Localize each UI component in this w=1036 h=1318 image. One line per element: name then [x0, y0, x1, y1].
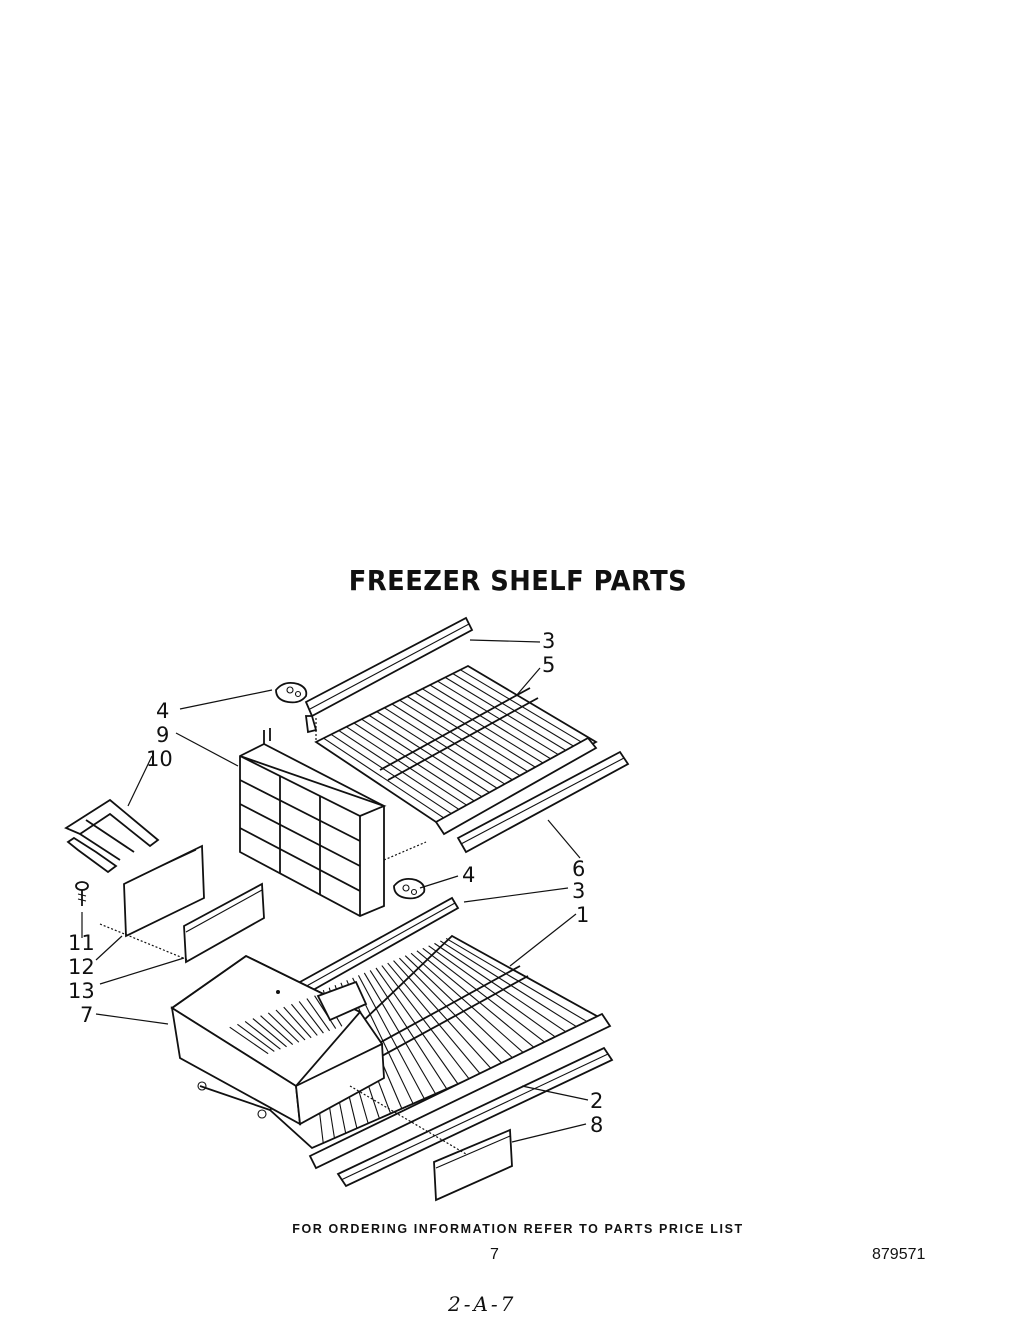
callout-3-upper: 3	[542, 629, 555, 653]
callout-6: 6	[572, 857, 585, 881]
callout-8: 8	[590, 1113, 603, 1137]
callout-10: 10	[146, 747, 173, 771]
callout-11: 11	[68, 931, 95, 955]
callout-2: 2	[590, 1089, 603, 1113]
callout-12: 12	[68, 955, 95, 979]
callout-4-lower: 4	[462, 863, 475, 887]
callout-labels: 3 5 4 9 10 6 4 3 1 11 12 13 7 2 8	[68, 629, 603, 1137]
side-bracket	[64, 798, 160, 874]
ordering-info-footer: FOR ORDERING INFORMATION REFER TO PARTS …	[292, 1222, 744, 1236]
page-title: FREEZER SHELF PARTS	[348, 564, 688, 597]
callout-9: 9	[156, 723, 169, 747]
cover-plate-12	[123, 844, 205, 938]
screw	[75, 881, 89, 906]
upper-clip	[275, 681, 308, 704]
callout-13: 13	[68, 979, 95, 1003]
handwritten-note: 2-A-7	[448, 1292, 517, 1316]
upper-front-rails	[434, 736, 630, 854]
divider-grid	[239, 728, 387, 917]
leader-lines	[81, 639, 589, 1155]
callout-4-upper: 4	[156, 699, 169, 723]
lower-front-rails	[308, 1012, 614, 1188]
lower-shelf-rail	[298, 896, 460, 996]
document-number: 879571	[872, 1246, 926, 1263]
callout-5: 5	[542, 653, 555, 677]
upper-shelf-rail	[304, 616, 474, 734]
upper-wire-shelf	[314, 664, 598, 828]
cover-plate-13	[183, 882, 265, 964]
front-plate	[433, 1128, 513, 1202]
page-number: 7	[490, 1246, 499, 1263]
freezer-pan	[170, 954, 385, 1126]
callout-3-lower: 3	[572, 879, 585, 903]
callout-1: 1	[576, 903, 589, 927]
lower-clip	[393, 877, 426, 900]
callout-7: 7	[80, 1003, 93, 1027]
